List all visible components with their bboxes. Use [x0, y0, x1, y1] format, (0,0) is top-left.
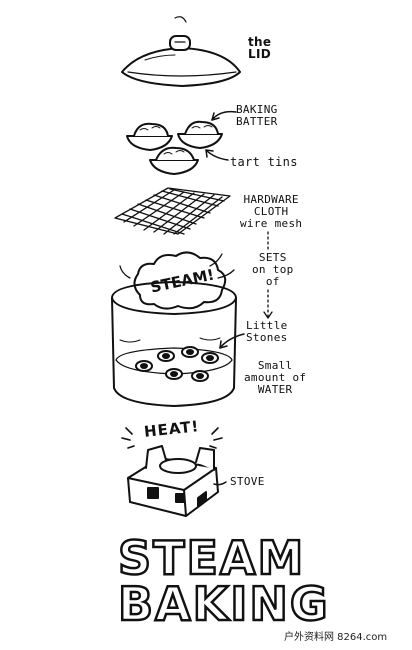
- pot-drawing: [111, 281, 237, 407]
- label-tart-tins: tart tins: [230, 155, 298, 169]
- watermark: 户外资料网 8264.com: [284, 632, 388, 643]
- steam-cloud-drawing: [119, 251, 235, 310]
- label-stove: STOVE: [230, 475, 265, 488]
- label-wire-mesh: HARDWARE CLOTH wire mesh: [240, 193, 303, 230]
- label-baking-batter: BAKING BATTER: [236, 103, 278, 128]
- label-water: Small amount of WATER: [244, 359, 307, 396]
- tart-tins-drawing: [126, 120, 223, 175]
- label-little-stones: Little Stones: [246, 319, 288, 344]
- heat-rays-drawing: [121, 427, 223, 449]
- stove-drawing: [127, 445, 219, 517]
- title-baking: BAKING: [117, 577, 330, 631]
- label-lid: the LID: [248, 35, 272, 61]
- wire-mesh-drawing: [114, 187, 231, 235]
- label-sets-on-top-of: SETS on top of: [252, 251, 294, 288]
- title-steam: STEAM: [117, 531, 306, 585]
- lid-drawing: [121, 16, 241, 87]
